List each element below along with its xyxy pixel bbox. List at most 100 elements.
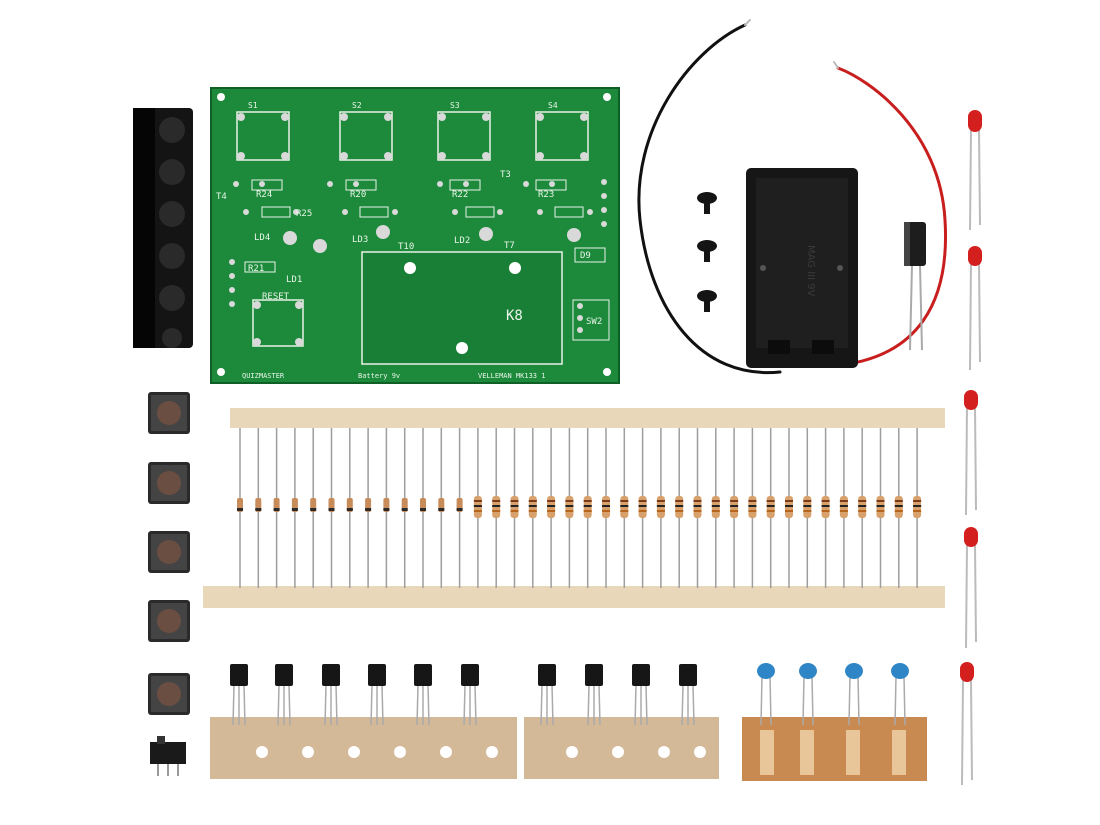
pcb-label-r20: R20 [350,190,366,200]
resistor [839,496,848,518]
battery-holder: MAG III 9V [746,168,858,368]
transistor [275,664,293,726]
transistor [230,664,248,726]
pcb-label-s3: S3 [450,101,460,110]
transistor [322,664,340,726]
resistor [766,496,775,518]
resistor [510,496,519,518]
resistor [620,496,629,518]
pcb-label-ld1: LD1 [286,275,302,285]
tactile-button [148,600,190,642]
pcb-label-t7: T7 [504,241,515,251]
pcb-label-r24: R24 [256,190,272,200]
red-led [960,662,974,786]
battery-holder-embossed-text: MAG III 9V [805,245,816,297]
diode [420,498,426,512]
resistor [656,496,665,518]
pcb-label-t3: T3 [500,170,511,180]
diode [255,498,262,512]
pcb-label-d9: D9 [580,251,591,261]
transistor [538,664,556,726]
resistor [492,496,501,518]
pcb-label-r22: R22 [452,190,468,200]
pcb-label-t4: T4 [216,192,227,202]
tactile-button [148,531,190,573]
resistor [583,496,592,518]
pcb-label-s4: S4 [548,101,558,110]
resistor [858,496,867,518]
red-led [968,246,982,371]
resistor [748,496,757,518]
screw [697,240,717,262]
resistor [675,496,684,518]
resistor [602,496,610,518]
diode [365,498,372,512]
screw [697,290,717,312]
pcb-label-s1: S1 [248,101,258,110]
pcb-footer-left: QUIZMASTER [242,372,285,380]
pcb-label-s2: S2 [352,101,362,110]
resistor [565,496,574,518]
tactile-buttons [148,392,190,715]
red-led [964,527,978,649]
diode [438,498,445,512]
resistor [711,496,720,518]
transistor [368,664,386,726]
resistor [730,496,739,518]
pcb-label-r25: R25 [296,209,312,219]
resistor [821,496,830,518]
pcb-label-reset: RESET [262,292,290,302]
diode [401,498,408,512]
pcb-logo-mark: K8 [506,308,523,324]
black-led-bar-holder [133,108,193,348]
slide-switch [150,736,186,776]
battery-wires [637,19,948,375]
red-leds [960,110,982,786]
diode [346,498,353,512]
transistor [679,664,697,726]
transistor-strip-left [210,664,517,779]
resistor [693,496,702,518]
ceramic-capacitor-strip [742,663,927,781]
pcb-footer-right: VELLEMAN MK133 1 [478,372,545,380]
diode [383,498,390,512]
tactile-button [148,673,190,715]
ceramic-capacitor [891,663,909,726]
diode [456,498,463,512]
red-led [964,390,978,516]
resistor [785,496,793,518]
electrolytic-capacitor [904,222,926,351]
pcb-label-ld2: LD2 [454,236,470,246]
red-led [968,110,982,231]
screw [697,192,717,214]
resistor [876,496,885,518]
pcb-footer-mid: Battery 9v [358,372,400,380]
resistor [913,496,922,518]
resistor [473,496,482,518]
transistor [461,664,479,726]
tactile-button [148,392,190,434]
resistor-tape [203,408,945,608]
resistor [803,496,812,518]
tactile-button [148,462,190,504]
diode [328,498,335,512]
ceramic-capacitor [757,663,775,726]
diode [291,498,298,512]
ceramic-capacitor [799,663,817,726]
diode [310,498,317,512]
pcb-label-ld4: LD4 [254,233,270,243]
pcb-board: R24 R20 R22 R23 LD4 LD1 LD3 LD2 T10 T7 T… [210,87,620,384]
transistor-strip-right [524,664,719,779]
transistor [632,664,650,726]
pcb-label-r23: R23 [538,190,554,200]
screws [697,192,717,312]
ceramic-capacitor [845,663,863,726]
resistor [547,496,556,518]
pcb-label-t10: T10 [398,242,414,252]
resistor [894,496,903,518]
pcb-label-sw2: SW2 [586,317,602,327]
diode [237,498,243,512]
transistor [585,664,603,726]
resistor [528,496,537,518]
